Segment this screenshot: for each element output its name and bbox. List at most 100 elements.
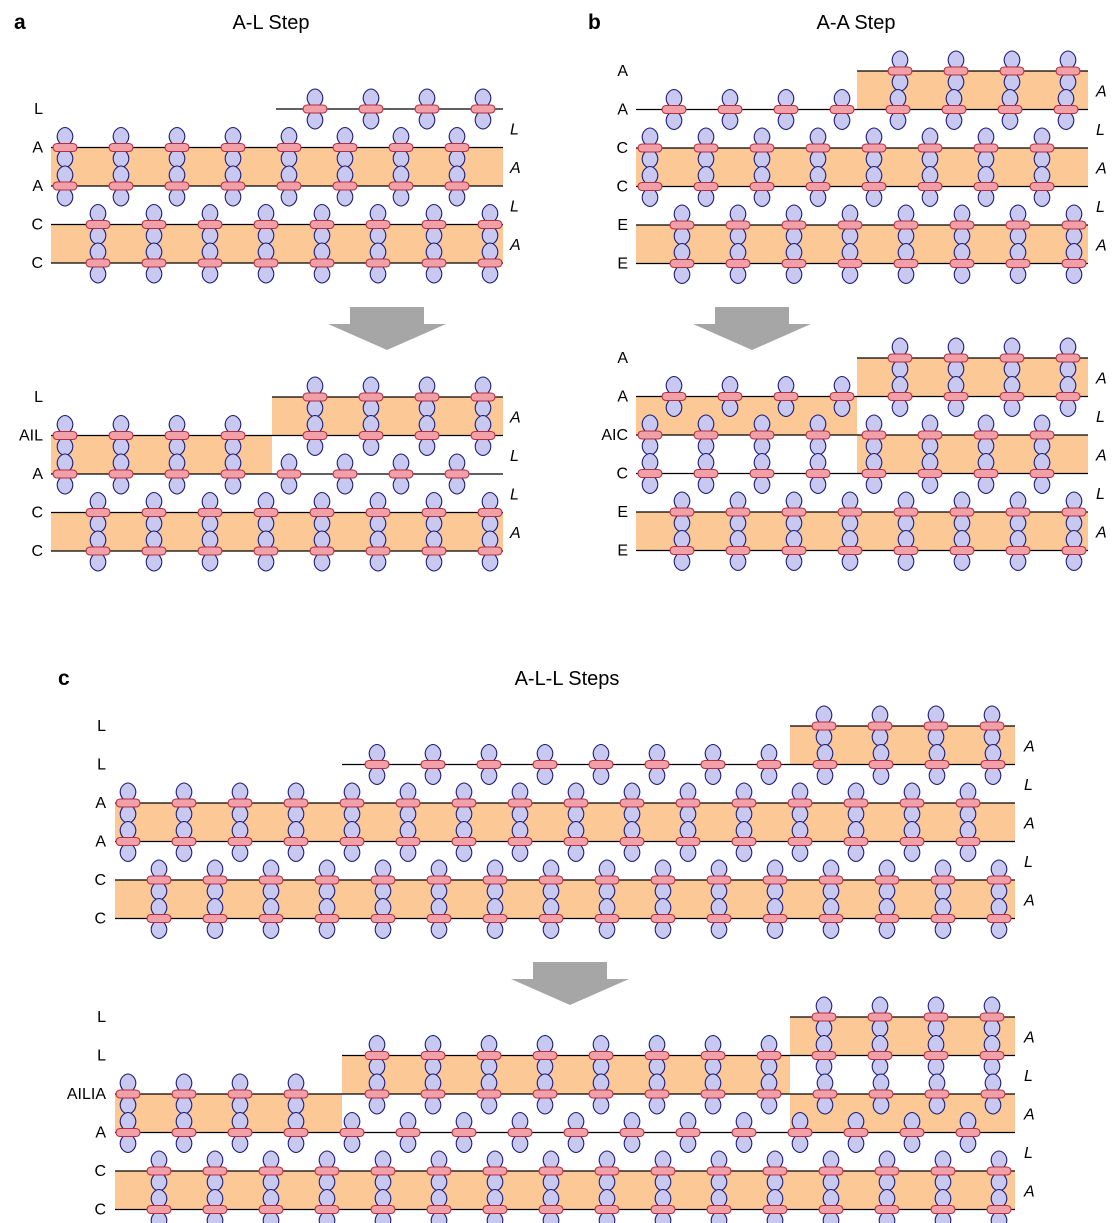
bond-marker: [923, 1012, 949, 1022]
bond-marker: [773, 104, 799, 115]
bond-marker: [482, 913, 508, 924]
orbital-lobe-upper: [878, 1150, 896, 1172]
orbital-motif: [395, 820, 421, 863]
orbital-lobe-upper: [313, 491, 331, 514]
orbital-motif: [749, 452, 775, 495]
orbital-motif: [364, 1073, 390, 1115]
orbital-lobe-upper: [1033, 414, 1051, 436]
orbital-lobe-upper: [889, 88, 907, 111]
orbital-motif: [365, 491, 391, 534]
orbital-lobe-upper: [816, 743, 834, 766]
orbital-lobe-upper: [425, 530, 443, 552]
orbital-lobe-upper: [318, 1188, 336, 1211]
orbital-lobe-lower: [921, 185, 939, 208]
orbital-lobe-upper: [833, 375, 851, 398]
orbital-lobe-upper: [721, 375, 739, 398]
layer-label-left: C: [31, 217, 43, 234]
orbital-lobe-upper: [953, 204, 971, 226]
orbital-lobe-upper: [567, 782, 585, 804]
orbital-motif: [973, 452, 999, 495]
orbital-lobe-upper: [168, 165, 186, 187]
orbital-motif: [477, 491, 503, 534]
orbital-lobe-lower: [1033, 185, 1051, 208]
orbital-lobe-lower: [785, 262, 803, 285]
orbital-lobe-upper: [362, 376, 380, 398]
orbital-lobe-upper: [280, 453, 298, 475]
bond-marker: [538, 875, 564, 885]
orbital-lobe-upper: [947, 375, 965, 398]
orbital-lobe-upper: [785, 491, 803, 513]
stacking-label-right: A: [1095, 83, 1107, 100]
bond-marker: [861, 430, 887, 440]
orbital-lobe-lower: [833, 395, 851, 418]
orbital-motif: [837, 242, 863, 285]
orbital-lobe-upper: [753, 414, 771, 436]
orbital-motif: [395, 1111, 421, 1154]
orbital-lobe-upper: [953, 242, 971, 265]
orbital-lobe-upper: [175, 1073, 193, 1095]
orbital-lobe-upper: [511, 782, 529, 804]
stacking-label-right: A: [1023, 815, 1035, 832]
orbital-lobe-upper: [777, 88, 795, 111]
orbital-lobe-upper: [257, 242, 275, 264]
orbital-lobe-lower: [313, 262, 331, 284]
orbital-motif: [893, 491, 919, 533]
orbital-motif: [1029, 452, 1055, 495]
bond-marker: [426, 913, 452, 924]
orbital-motif: [812, 1073, 838, 1115]
orbital-lobe-upper: [654, 1150, 672, 1172]
orbital-lobe-upper: [654, 859, 672, 881]
orbital-motif: [302, 376, 328, 418]
orbital-lobe-upper: [623, 1111, 641, 1134]
orbital-motif: [594, 897, 620, 940]
orbital-motif: [923, 1034, 949, 1077]
layer-label-left: L: [97, 718, 106, 735]
paired-layer-band: [857, 435, 1088, 474]
orbital-lobe-upper: [280, 126, 298, 149]
bond-marker: [781, 507, 807, 517]
orbital-lobe-upper: [145, 242, 163, 264]
orbital-motif: [924, 1073, 950, 1115]
orbital-motif: [388, 165, 414, 207]
orbital-lobe-lower: [368, 1093, 386, 1115]
orbital-lobe-upper: [89, 242, 107, 264]
orbital-motif: [843, 820, 869, 863]
bond-marker: [197, 258, 223, 268]
orbital-motif: [141, 203, 167, 246]
bond-marker: [1005, 220, 1031, 230]
bond-marker: [675, 1127, 701, 1138]
orbital-motif: [999, 50, 1025, 92]
bond-marker: [594, 1166, 620, 1176]
orbital-lobe-upper: [891, 50, 909, 72]
orbital-lobe-upper: [841, 204, 859, 226]
orbital-lobe-upper: [841, 242, 859, 265]
orbital-motif: [818, 1188, 844, 1223]
bond-marker: [594, 1204, 620, 1215]
bond-marker: [594, 913, 620, 924]
bond-marker: [444, 469, 470, 479]
orbital-motif: [364, 1034, 390, 1077]
orbital-lobe-upper: [928, 1073, 946, 1095]
stacking-label-right: L: [1096, 199, 1105, 216]
orbital-lobe-upper: [168, 414, 186, 437]
orbital-lobe-lower: [673, 549, 691, 572]
orbital-motif: [941, 88, 967, 131]
orbital-motif: [812, 743, 838, 786]
orbital-lobe-upper: [766, 859, 784, 881]
orbital-lobe-lower: [425, 550, 443, 572]
orbital-lobe-upper: [841, 491, 859, 513]
orbital-motif: [507, 782, 533, 824]
orbital-motif: [773, 88, 799, 131]
stacking-label-right: A: [1095, 447, 1107, 464]
orbital-motif: [258, 897, 284, 940]
bond-marker: [395, 798, 421, 808]
bond-marker: [52, 430, 78, 441]
orbital-motif: [756, 1034, 782, 1077]
orbital-motif: [749, 127, 775, 169]
stacking-label-right: L: [1024, 1068, 1033, 1085]
orbital-lobe-upper: [206, 1150, 224, 1172]
bond-marker: [693, 143, 719, 153]
bond-marker: [867, 721, 893, 731]
orbital-motif: [1029, 165, 1055, 208]
orbital-lobe-lower: [847, 1131, 865, 1154]
